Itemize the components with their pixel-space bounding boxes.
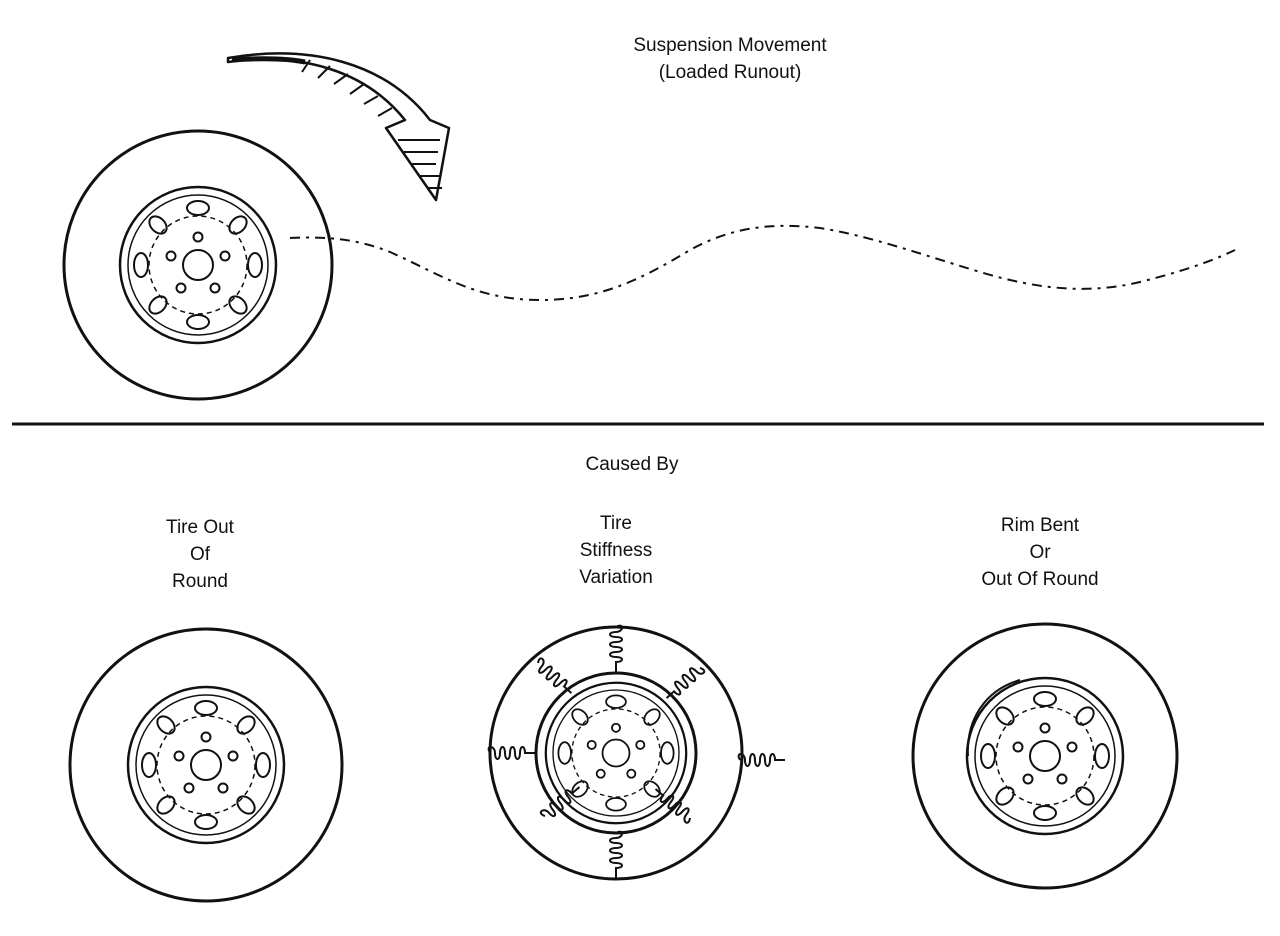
suspension-movement-line1: Suspension Movement — [633, 35, 827, 56]
suspension-movement-line2: (Loaded Runout) — [658, 62, 802, 83]
rotation-arrow-icon — [226, 52, 451, 202]
cause-label-line: Or — [1029, 542, 1051, 563]
cause-label-line: Variation — [579, 567, 653, 588]
top-wheel — [62, 129, 334, 401]
cause-label-line: Stiffness — [579, 540, 653, 561]
cause-label-line: Of — [189, 544, 211, 565]
runout-wave-path — [289, 224, 1236, 302]
cause-label-tire-stiffness-variation: Tire Stiffness Variation — [579, 510, 653, 591]
cause-label-line: Tire Out — [166, 517, 234, 538]
suspension-movement-label: Suspension Movement (Loaded Runout) — [633, 32, 826, 86]
cause-rim-bent-wheel — [911, 622, 1179, 890]
cause-label-line: Round — [171, 571, 228, 592]
cause-label-rim-bent: Rim Bent Or Out Of Round — [981, 512, 1098, 593]
top-tire — [62, 129, 334, 401]
cause-tire-out-of-round-wheel — [68, 627, 344, 903]
cause-label-line: Rim Bent — [1000, 515, 1080, 536]
caused-by-label: Caused By — [585, 454, 679, 475]
cause-label-line: Tire — [599, 513, 633, 534]
cause-label-tire-out-of-round: Tire Out Of Round — [166, 514, 234, 595]
cause-tire-stiffness-wheel — [487, 624, 786, 881]
cause-label-line: Out Of Round — [981, 569, 1099, 590]
